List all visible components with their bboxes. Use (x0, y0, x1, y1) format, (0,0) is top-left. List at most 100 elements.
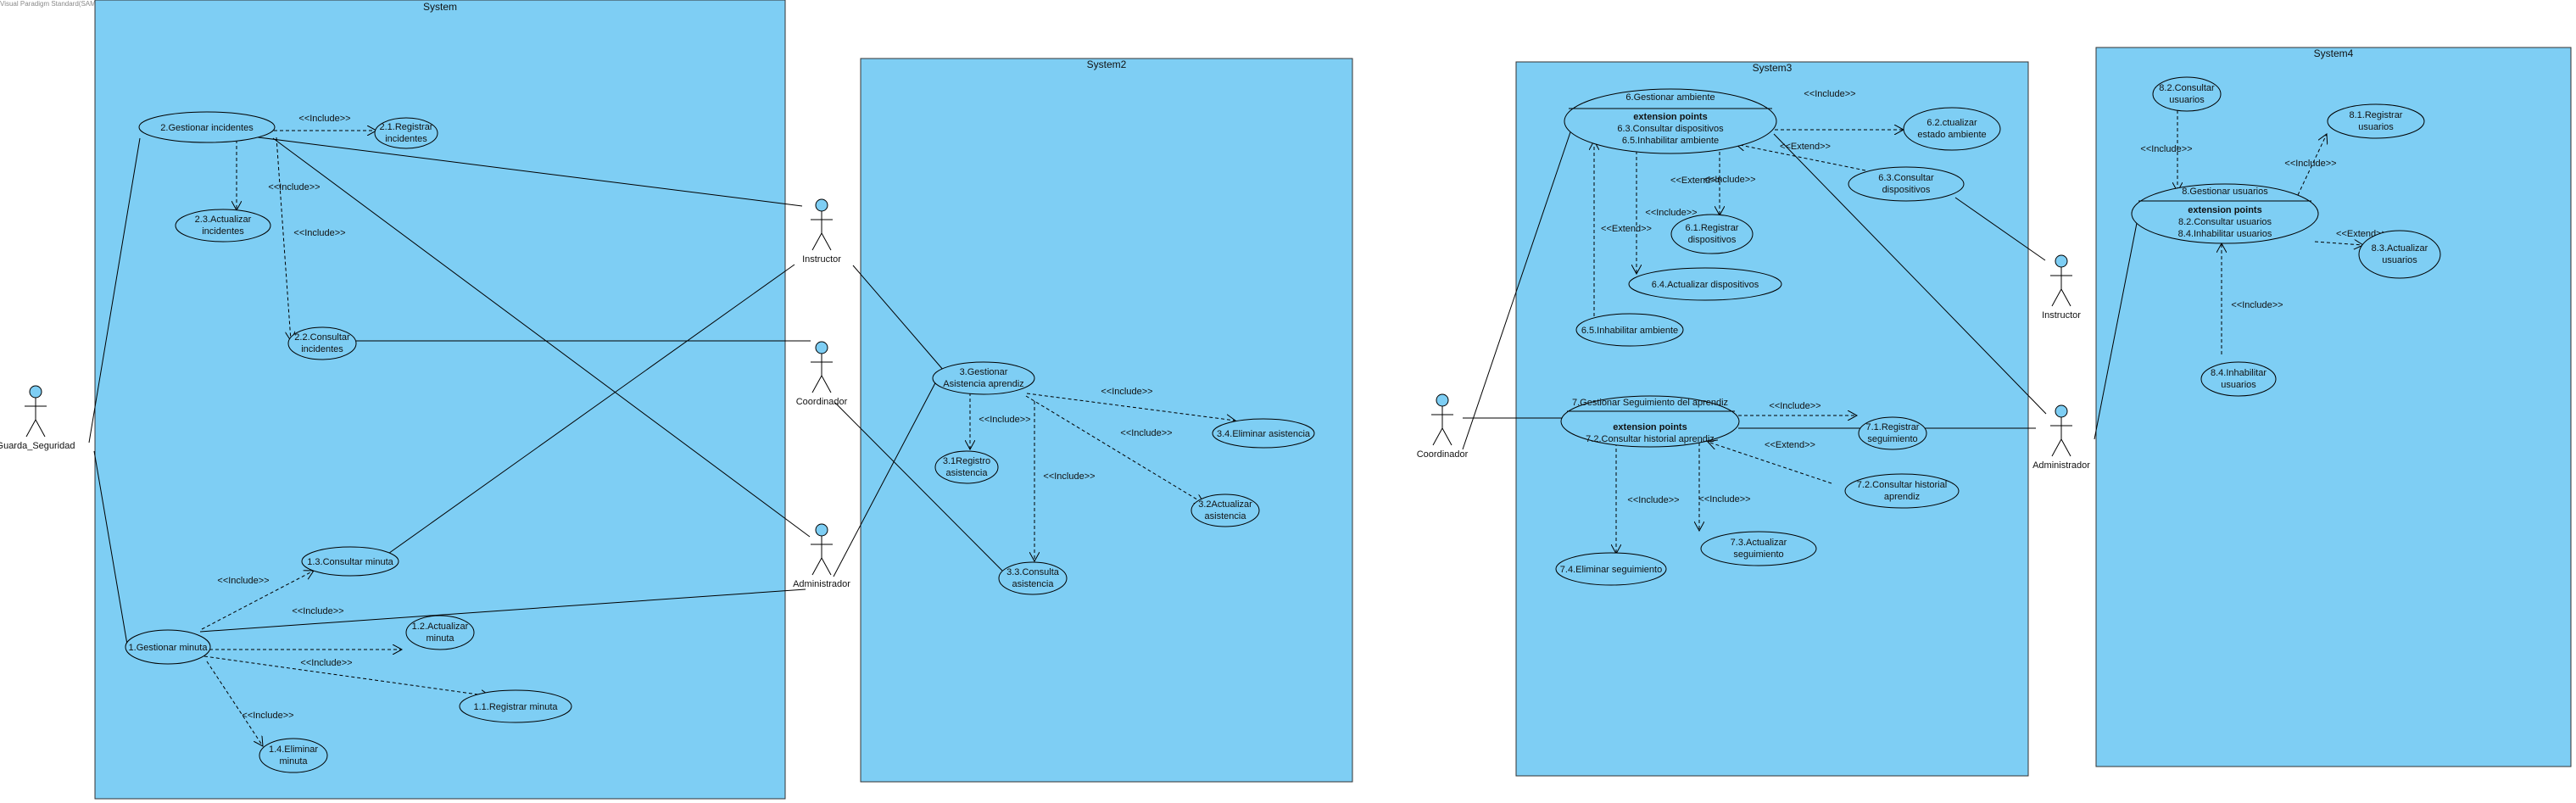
use-case-6-1-registrar-dispositivos[interactable]: 6.1.Registrar dispositivos (1670, 214, 1754, 254)
use-case-3-4-eliminar-asistencia[interactable]: 3.4.Eliminar asistencia (1212, 418, 1315, 449)
dep-uc1-uc13 (201, 571, 314, 630)
use-case-6-4-actualizar-dispositivos[interactable]: 6.4.Actualizar dispositivos (1628, 267, 1782, 301)
label-extend: <<Include>> (2140, 144, 2192, 154)
use-case-2-1-registrar-incidentes[interactable]: 2.1.Registrar incidentes (374, 117, 438, 149)
svg-text:6.5.Inhabilitar ambiente: 6.5.Inhabilitar ambiente (1622, 136, 1719, 146)
label-include: <<Include>> (268, 182, 320, 192)
svg-text:7.1.Registrar: 7.1.Registrar (1866, 422, 1920, 432)
use-case-6-gestionar-ambiente[interactable]: 6.Gestionar ambiente extension points 6.… (1564, 88, 1777, 154)
svg-text:1.3.Consultar minuta: 1.3.Consultar minuta (307, 557, 393, 567)
svg-text:minuta: minuta (279, 756, 308, 767)
use-case-1-4-eliminar-minuta[interactable]: 1.4.Eliminar minuta (259, 738, 328, 773)
svg-text:seguimiento: seguimiento (1733, 549, 1783, 560)
use-case-1-gestionar-minuta[interactable]: 1.Gestionar minuta (125, 629, 211, 665)
svg-text:Instructor: Instructor (802, 254, 841, 265)
use-case-2-gestionar-incidentes[interactable]: 2.Gestionar incidentes (138, 111, 276, 143)
svg-text:Asistencia aprendiz: Asistencia aprendiz (943, 379, 1023, 389)
use-case-6-2-actualizar-estado-ambiente[interactable]: 6.2.ctualizar estado ambiente (1903, 107, 2001, 151)
svg-text:Coordinador: Coordinador (1417, 449, 1469, 460)
svg-text:dispositivos: dispositivos (1688, 235, 1737, 245)
svg-text:3.Gestionar: 3.Gestionar (960, 367, 1008, 377)
use-case-1-3-consultar-minuta[interactable]: 1.3.Consultar minuta (301, 546, 399, 577)
svg-text:7.3.Actualizar: 7.3.Actualizar (1731, 538, 1787, 548)
svg-text:asistencia: asistencia (946, 468, 989, 478)
actor-administrador-2[interactable]: Administrador (2032, 404, 2090, 471)
system-4-title: System4 (2314, 47, 2354, 59)
system-1-title: System (423, 1, 457, 13)
use-case-7-2-consultar-historial[interactable]: 7.2.Consultar historial aprendiz (1844, 473, 1960, 509)
system-2-title: System2 (1087, 59, 1127, 70)
use-case-6-5-inhabilitar-ambiente[interactable]: 6.5.Inhabilitar ambiente (1575, 313, 1684, 347)
svg-text:1.4.Eliminar: 1.4.Eliminar (269, 744, 318, 755)
use-case-7-3-actualizar-seguimiento[interactable]: 7.3.Actualizar seguimiento (1700, 531, 1817, 566)
svg-text:7.4.Eliminar seguimiento: 7.4.Eliminar seguimiento (1560, 565, 1662, 575)
svg-text:3.2Actualizar: 3.2Actualizar (1198, 499, 1252, 510)
use-case-8-gestionar-usuarios[interactable]: 8.Gestionar usuarios extension points 8.… (2131, 183, 2319, 244)
label-include: <<Include>> (1645, 208, 1697, 218)
svg-text:minuta: minuta (426, 633, 454, 644)
svg-text:6.3.Consultar dispositivos: 6.3.Consultar dispositivos (1617, 124, 1724, 134)
label-include: <<Include>> (292, 606, 343, 616)
use-case-7-1-registrar-seguimiento[interactable]: 7.1.Registrar seguimiento (1858, 416, 1927, 450)
svg-text:usuarios: usuarios (2169, 95, 2205, 105)
use-case-8-4-inhabilitar-usuarios[interactable]: 8.4.Inhabilitar usuarios (2200, 361, 2277, 397)
use-case-6-3-consultar-dispositivos[interactable]: 6.3.Consultar dispositivos (1848, 166, 1965, 202)
svg-text:dispositivos: dispositivos (1882, 185, 1931, 195)
use-case-3-2-actualizar-asistencia[interactable]: 3.2Actualizar asistencia (1190, 494, 1260, 527)
svg-text:8.4.Inhabilitar: 8.4.Inhabilitar (2211, 368, 2267, 378)
use-case-3-gestionar-asistencia[interactable]: 3.Gestionar Asistencia aprendiz (932, 361, 1035, 395)
assoc-uc1-administrador (199, 588, 806, 633)
label-include: <<Include>> (979, 415, 1030, 425)
svg-text:6.1.Registrar: 6.1.Registrar (1686, 223, 1739, 233)
assoc-administrador-uc3 (833, 376, 940, 577)
label-include: <<Include>> (1698, 494, 1750, 505)
svg-text:incidentes: incidentes (202, 226, 244, 237)
assoc-uc63-instructor2 (1954, 197, 2046, 261)
assoc-coordinador2-uc6 (1462, 126, 1573, 450)
svg-text:asistencia: asistencia (1205, 511, 1247, 521)
label-include: <<Include>> (298, 114, 350, 124)
use-case-8-1-registrar-usuarios[interactable]: 8.1.Registrar usuarios (2327, 103, 2425, 139)
svg-text:1.Gestionar minuta: 1.Gestionar minuta (129, 643, 209, 653)
system-4-box (2095, 47, 2572, 767)
svg-text:7.2.Consultar historial: 7.2.Consultar historial (1857, 480, 1947, 490)
label-extend: <<Extend>> (1601, 224, 1652, 234)
dep-uc8-uc83 (2314, 242, 2363, 245)
use-case-3-1-registro-asistencia[interactable]: 3.1Registro asistencia (934, 450, 999, 484)
label-include: <<Include>> (1769, 401, 1820, 411)
use-case-1-1-registrar-minuta[interactable]: 1.1.Registrar minuta (459, 689, 572, 723)
svg-text:6.5.Inhabilitar ambiente: 6.5.Inhabilitar ambiente (1581, 326, 1678, 336)
dep-uc3-uc32 (1025, 395, 1204, 504)
label-include: <<Include>> (300, 658, 352, 668)
assoc-guarda-uc2 (88, 137, 141, 443)
watermark: Visual Paradigm Standard(SAM(TS CCC)) (0, 0, 128, 8)
svg-text:7.Gestionar Seguimiento del ap: 7.Gestionar Seguimiento del aprendiz (1572, 398, 1728, 408)
use-case-7-gestionar-seguimiento[interactable]: 7.Gestionar Seguimiento del aprendiz ext… (1560, 395, 1740, 448)
svg-text:2.3.Actualizar: 2.3.Actualizar (195, 215, 252, 225)
label-extend: <<Extend>> (1765, 440, 1815, 450)
use-case-2-3-actualizar-incidentes[interactable]: 2.3.Actualizar incidentes (175, 209, 271, 243)
svg-text:estado ambiente: estado ambiente (1917, 130, 1986, 140)
use-case-3-3-consulta-asistencia[interactable]: 3.3.Consulta asistencia (998, 561, 1068, 595)
actor-instructor-1[interactable]: Instructor (802, 198, 841, 265)
svg-text:6.4.Actualizar dispositivos: 6.4.Actualizar dispositivos (1652, 280, 1759, 290)
svg-text:Guarda_Seguridad: Guarda_Seguridad (0, 441, 75, 451)
assoc-uc2-instructor (177, 126, 803, 207)
svg-text:6.3.Consultar: 6.3.Consultar (1878, 173, 1934, 183)
use-case-8-2-consultar-usuarios[interactable]: 8.2.Consultar usuarios (2152, 76, 2222, 112)
actor-administrador-1[interactable]: Administrador (793, 523, 850, 589)
actor-coordinador-2[interactable]: Coordinador (1417, 393, 1469, 460)
label-extend: <<Include>> (2231, 300, 2283, 310)
actor-coordinador-1[interactable]: Coordinador (796, 341, 848, 407)
actor-instructor-2[interactable]: Instructor (2042, 254, 2081, 321)
use-case-2-2-consultar-incidentes[interactable]: 2.2.Consultar incidentes (287, 326, 357, 360)
use-case-1-2-actualizar-minuta[interactable]: 1.2.Actualizar minuta (405, 615, 475, 650)
use-case-8-3-actualizar-usuarios[interactable]: 8.3.Actualizar usuarios (2358, 230, 2441, 279)
actor-guarda-seguridad[interactable]: Guarda_Seguridad (0, 385, 75, 451)
use-case-7-4-eliminar-seguimiento[interactable]: 7.4.Eliminar seguimiento (1555, 552, 1667, 586)
svg-text:incidentes: incidentes (385, 134, 427, 144)
dependencies (198, 110, 2363, 746)
dep-uc1-uc11 (198, 655, 490, 696)
dep-uc2-uc22 (276, 137, 291, 341)
